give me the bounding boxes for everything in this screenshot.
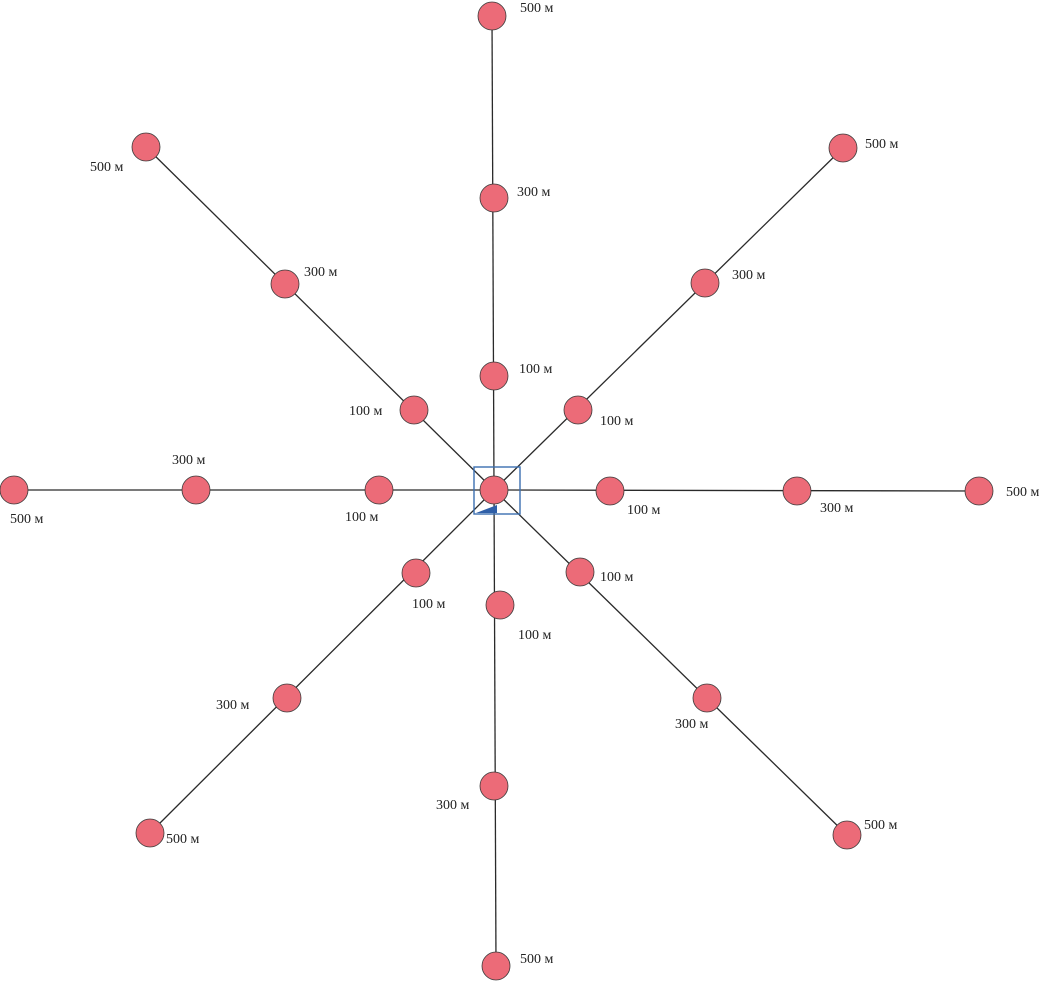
label-east-2: 300 м (820, 501, 854, 516)
label-south-west-1: 100 м (412, 597, 446, 612)
node-west-2 (181, 475, 211, 505)
node-north-1 (479, 361, 509, 391)
node-north-3 (477, 1, 507, 31)
node-south-east-3 (832, 820, 862, 850)
label-south-east-1: 100 м (600, 570, 634, 585)
label-south-east-3: 500 м (864, 818, 898, 833)
node-south-west-3 (135, 818, 165, 848)
ray-line-south-east (493, 489, 848, 836)
label-north-1: 100 м (519, 362, 553, 377)
ray-line-south (493, 489, 497, 967)
node-west-1 (364, 475, 394, 505)
node-south-2 (479, 771, 509, 801)
distance-labels: 100 м 300 м 500 м 100 м 300 м 500 м 100 м 300 м… (10, 1, 1040, 967)
label-north-west-1: 100 м (349, 404, 383, 419)
ray-line-south-west (149, 489, 495, 834)
center-node (479, 475, 509, 505)
label-north-east-2: 300 м (732, 268, 766, 283)
ray-line-north-west (145, 146, 495, 491)
node-west-3 (0, 475, 29, 505)
ray-lines (14, 15, 980, 967)
label-east-3: 500 м (1006, 485, 1040, 500)
sample-nodes (0, 1, 994, 981)
ray-line-north (491, 15, 495, 491)
center-corner-marker (476, 505, 497, 513)
node-east-1 (595, 476, 625, 506)
node-south-east-1 (565, 557, 595, 587)
label-west-2: 300 м (172, 453, 206, 468)
node-south-west-2 (272, 683, 302, 713)
label-south-west-3: 500 м (166, 832, 200, 847)
node-north-east-3 (828, 133, 858, 163)
ray-line-north-east (493, 147, 844, 491)
ray-line-east (493, 489, 980, 492)
label-north-east-3: 500 м (865, 137, 899, 152)
node-south-west-1 (401, 558, 431, 588)
label-north-2: 300 м (517, 185, 551, 200)
label-south-1: 100 м (518, 628, 552, 643)
node-east-3 (964, 476, 994, 506)
node-north-east-1 (563, 395, 593, 425)
node-east-2 (782, 476, 812, 506)
label-south-west-2: 300 м (216, 698, 250, 713)
label-north-3: 500 м (520, 1, 554, 16)
node-north-west-2 (270, 269, 300, 299)
node-south-3 (481, 951, 511, 981)
node-north-west-3 (131, 132, 161, 162)
node-north-2 (479, 183, 509, 213)
label-south-2: 300 м (436, 798, 470, 813)
label-south-east-2: 300 м (675, 717, 709, 732)
center-square (473, 466, 521, 515)
label-west-1: 100 м (345, 510, 379, 525)
node-north-west-1 (399, 395, 429, 425)
node-south-1 (485, 590, 515, 620)
label-north-east-1: 100 м (600, 414, 634, 429)
label-west-3: 500 м (10, 512, 44, 527)
node-north-east-2 (690, 268, 720, 298)
label-south-3: 500 м (520, 952, 554, 967)
node-south-east-2 (692, 683, 722, 713)
label-north-west-3: 500 м (90, 160, 124, 175)
label-east-1: 100 м (627, 503, 661, 518)
label-north-west-2: 300 м (304, 265, 338, 280)
